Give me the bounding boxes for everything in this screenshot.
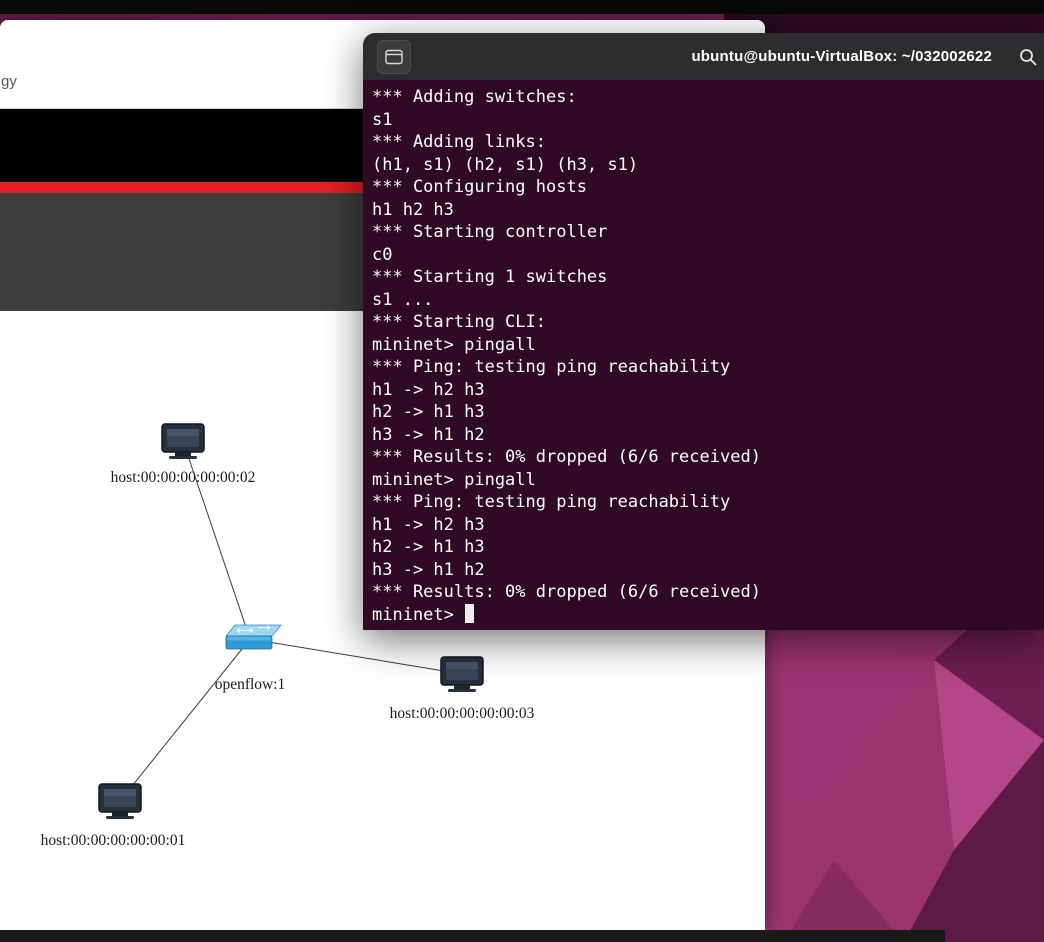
new-tab-icon: [385, 49, 403, 64]
terminal-line: h3 -> h1 h2: [372, 424, 485, 445]
terminal-line: (h1, s1) (h2, s1) (h3, s1): [372, 154, 639, 175]
terminal-line: *** Results: 0% dropped (6/6 received): [372, 447, 761, 467]
terminal-line: *** Starting controller: [372, 222, 608, 242]
node-label: host:00:00:00:00:00:02: [111, 469, 256, 486]
terminal-line: h1 -> h2 h3: [372, 514, 485, 535]
terminal-titlebar[interactable]: ubuntu@ubuntu-VirtualBox: ~/032002622: [363, 33, 1044, 80]
terminal-line: s1 ...: [372, 289, 434, 310]
terminal-line: h2 -> h1 h3: [372, 402, 485, 422]
terminal-line: mininet> pingall: [372, 469, 536, 490]
switch-node[interactable]: [225, 624, 282, 650]
terminal-line: h1 h2 h3: [372, 199, 454, 220]
terminal-window: ubuntu@ubuntu-VirtualBox: ~/032002622 **…: [363, 33, 1044, 630]
terminal-line: *** Ping: testing ping reachability: [372, 492, 731, 512]
new-tab-button[interactable]: [377, 39, 411, 74]
terminal-line: *** Configuring hosts: [372, 177, 587, 197]
host-computer-icon: [161, 423, 205, 460]
topology-link: [119, 638, 251, 802]
terminal-line: c0: [372, 244, 393, 265]
search-button[interactable]: [1012, 41, 1044, 73]
terminal-line: *** Adding switches:: [372, 87, 577, 107]
host-node[interactable]: [98, 783, 142, 820]
bottom-window-edge: [0, 930, 945, 942]
topology-link: [249, 638, 463, 675]
topology-link: [182, 440, 251, 640]
terminal-line: *** Starting CLI:: [372, 312, 546, 332]
terminal-line: *** Results: 0% dropped (6/6 received): [372, 582, 761, 602]
terminal-line: mininet> pingall: [372, 334, 536, 355]
search-icon: [1020, 48, 1037, 65]
partial-page-text: gy: [1, 73, 17, 90]
terminal-title: ubuntu@ubuntu-VirtualBox: ~/032002622: [691, 48, 992, 65]
terminal-line: h1 -> h2 h3: [372, 379, 485, 400]
terminal-line: h3 -> h1 h2: [372, 559, 485, 580]
terminal-line: s1: [372, 109, 393, 130]
node-label: openflow:1: [215, 676, 286, 693]
top-screen-bar: [0, 0, 1044, 14]
terminal-content[interactable]: *** Adding switches:s1*** Adding links:(…: [363, 80, 1044, 630]
host-computer-icon: [98, 783, 142, 820]
node-label: host:00:00:00:00:00:01: [41, 832, 186, 849]
host-node[interactable]: [161, 423, 205, 460]
terminal-line: *** Adding links:: [372, 132, 546, 152]
host-node[interactable]: [440, 656, 484, 693]
terminal-line: h2 -> h1 h3: [372, 537, 485, 557]
node-label: host:00:00:00:00:00:03: [390, 705, 535, 722]
terminal-line: *** Ping: testing ping reachability: [372, 357, 731, 377]
openflow-switch-icon: [225, 624, 282, 650]
terminal-line: mininet>: [372, 604, 1035, 627]
host-computer-icon: [440, 656, 484, 693]
topology-links: [119, 440, 463, 802]
terminal-line: *** Starting 1 switches: [372, 267, 608, 287]
